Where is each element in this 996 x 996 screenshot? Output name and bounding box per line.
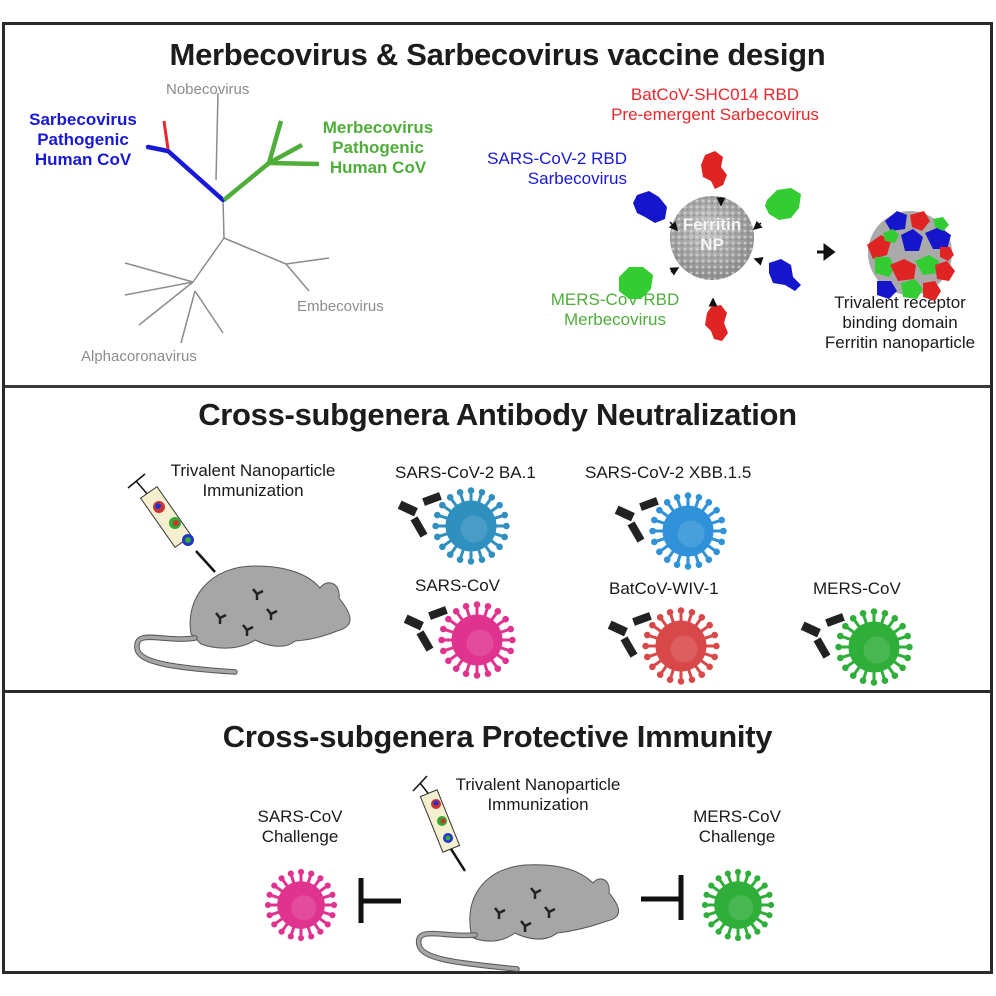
label-shc014-rbd: BatCoV-SHC014 RBD Pre-emergent Sarbecovi… bbox=[565, 85, 865, 125]
antibody-icon bbox=[403, 606, 448, 652]
virus-mers-cov-icon bbox=[800, 608, 913, 686]
assembly-arrows bbox=[668, 197, 764, 307]
tree-merbecovirus-branch bbox=[222, 120, 320, 202]
label-line: Immunization bbox=[202, 480, 304, 500]
challenge-label-mers-cov: MERS-CoV Challenge bbox=[672, 807, 802, 847]
label-immunization: Trivalent Nanoparticle Immunization bbox=[438, 775, 638, 815]
virus-label-mers-cov: MERS-CoV bbox=[813, 579, 901, 598]
virus-xbb-icon bbox=[614, 492, 727, 570]
label-line: MERS-CoV bbox=[693, 807, 781, 826]
label-line: SARS-CoV-2 RBD bbox=[487, 149, 627, 168]
virus-label-wiv1: BatCoV-WIV-1 bbox=[609, 579, 719, 598]
rbd-mers-right-icon bbox=[765, 188, 801, 220]
panel-title: Cross-subgenera Antibody Neutralization bbox=[198, 397, 797, 432]
challenge-label-sars-cov: SARS-CoV Challenge bbox=[235, 807, 365, 847]
label-sars2-rbd: SARS-CoV-2 RBD Sarbecovirus bbox=[457, 149, 627, 189]
virus-particle bbox=[835, 608, 913, 686]
assembly-graphic bbox=[619, 151, 955, 341]
rbd-mers-left-icon bbox=[619, 267, 653, 299]
rbd-sars2-left-icon bbox=[633, 191, 667, 223]
virus-label-ba1: SARS-CoV-2 BA.1 bbox=[395, 463, 536, 482]
virus-particle bbox=[438, 601, 516, 679]
virus-label-sars-cov: SARS-CoV bbox=[415, 576, 501, 595]
label-alphacoronavirus: Alphacoronavirus bbox=[81, 348, 197, 365]
panel-title: Cross-subgenera Protective Immunity bbox=[222, 719, 773, 754]
virus-sars-cov-icon bbox=[403, 601, 516, 679]
rbd-shc014-top-icon bbox=[701, 151, 727, 189]
trivalent-nanoparticle-icon bbox=[867, 211, 955, 301]
ferritin-nanoparticle-icon bbox=[670, 196, 754, 280]
label-merbecovirus-pathogenic: Merbecovirus Pathogenic Human CoV bbox=[308, 118, 448, 178]
antibody-icon bbox=[614, 497, 659, 543]
label-line: MERS-CoV RBD bbox=[550, 290, 680, 309]
syringe-icon bbox=[412, 775, 467, 872]
antibody-icons bbox=[494, 887, 556, 932]
label-line: Pathogenic bbox=[332, 137, 424, 157]
label-line: Pre-emergent Sarbecovirus bbox=[611, 104, 819, 124]
label-line: Merbecovirus bbox=[563, 309, 667, 329]
arrow-right-icon bbox=[817, 243, 836, 261]
label-line: Trivalent Nanoparticle bbox=[455, 775, 621, 794]
label-line: Merbecovirus bbox=[322, 118, 434, 137]
label-sarbecovirus-pathogenic: Sarbecovirus Pathogenic Human CoV bbox=[15, 110, 151, 170]
panel-title: Merbecovirus & Sarbecovirus vaccine desi… bbox=[169, 37, 826, 72]
panel-antibody-neutralization: Cross-subgenera Antibody Neutralization … bbox=[5, 385, 990, 690]
rbd-sars2-right-icon bbox=[769, 259, 801, 291]
protection-mouse-illustration bbox=[358, 775, 684, 972]
challenge-virus-sars-cov-icon bbox=[264, 868, 338, 942]
label-immunization: Trivalent Nanoparticle Immunization bbox=[153, 461, 353, 501]
label-line: Challenge bbox=[261, 826, 339, 846]
tree-shc014-branch bbox=[162, 120, 170, 150]
virus-particle bbox=[264, 868, 338, 942]
label-mers-rbd: MERS-CoV RBD Merbecovirus bbox=[525, 290, 705, 330]
label-line: Sarbecovirus bbox=[527, 168, 627, 188]
virus-wiv1-icon bbox=[607, 607, 720, 685]
label-line: binding domain bbox=[842, 312, 958, 332]
phylogenetic-tree bbox=[124, 92, 330, 344]
virus-particle bbox=[701, 868, 775, 942]
label-line: Human CoV bbox=[34, 149, 132, 169]
mouse-icon bbox=[416, 864, 619, 972]
virus-particle bbox=[642, 607, 720, 685]
label-line: Sarbecovirus bbox=[29, 110, 137, 129]
label-ferritin-np: Ferritin NP bbox=[670, 215, 754, 255]
virus-particle bbox=[649, 492, 727, 570]
label-line: Pathogenic bbox=[37, 129, 129, 149]
syringe-icon bbox=[127, 473, 216, 573]
tree-sarbecovirus-branch bbox=[145, 144, 226, 203]
label-line: Trivalent Nanoparticle bbox=[170, 461, 336, 480]
antibody-icon bbox=[800, 613, 845, 659]
challenge-virus-mers-cov-icon bbox=[701, 868, 775, 942]
label-embecovirus: Embecovirus bbox=[297, 298, 384, 315]
virus-particle bbox=[432, 487, 510, 565]
label-line: NP bbox=[700, 234, 724, 254]
label-line: Human CoV bbox=[329, 157, 427, 177]
mouse-icon bbox=[134, 565, 351, 675]
label-line: Challenge bbox=[698, 826, 776, 846]
label-line: Ferritin bbox=[682, 215, 742, 234]
label-line: Ferritin nanoparticle bbox=[824, 332, 976, 352]
label-nobecovirus: Nobecovirus bbox=[166, 81, 250, 98]
panel-vaccine-design: Merbecovirus & Sarbecovirus vaccine desi… bbox=[5, 25, 990, 382]
inhibition-bar-left-icon bbox=[358, 878, 401, 923]
antibody-icons bbox=[215, 588, 278, 636]
panel-protective-immunity: Cross-subgenera Protective Immunity Triv… bbox=[5, 690, 990, 974]
virus-ba1-icon bbox=[397, 487, 510, 565]
label-line: BatCoV-SHC014 RBD bbox=[630, 85, 800, 104]
immunized-mouse-illustration bbox=[127, 473, 351, 675]
rbd-shc014-bottom-icon bbox=[705, 305, 728, 341]
virus-label-xbb: SARS-CoV-2 XBB.1.5 bbox=[585, 463, 752, 482]
label-line: SARS-CoV bbox=[257, 807, 343, 826]
antibody-icon bbox=[607, 612, 652, 658]
antibody-icon bbox=[397, 492, 442, 538]
label-line: Immunization bbox=[487, 794, 589, 814]
graphical-abstract: Merbecovirus & Sarbecovirus vaccine desi… bbox=[2, 22, 993, 974]
inhibition-bar-right-icon bbox=[641, 875, 684, 920]
tree-gray-branches bbox=[124, 92, 330, 344]
